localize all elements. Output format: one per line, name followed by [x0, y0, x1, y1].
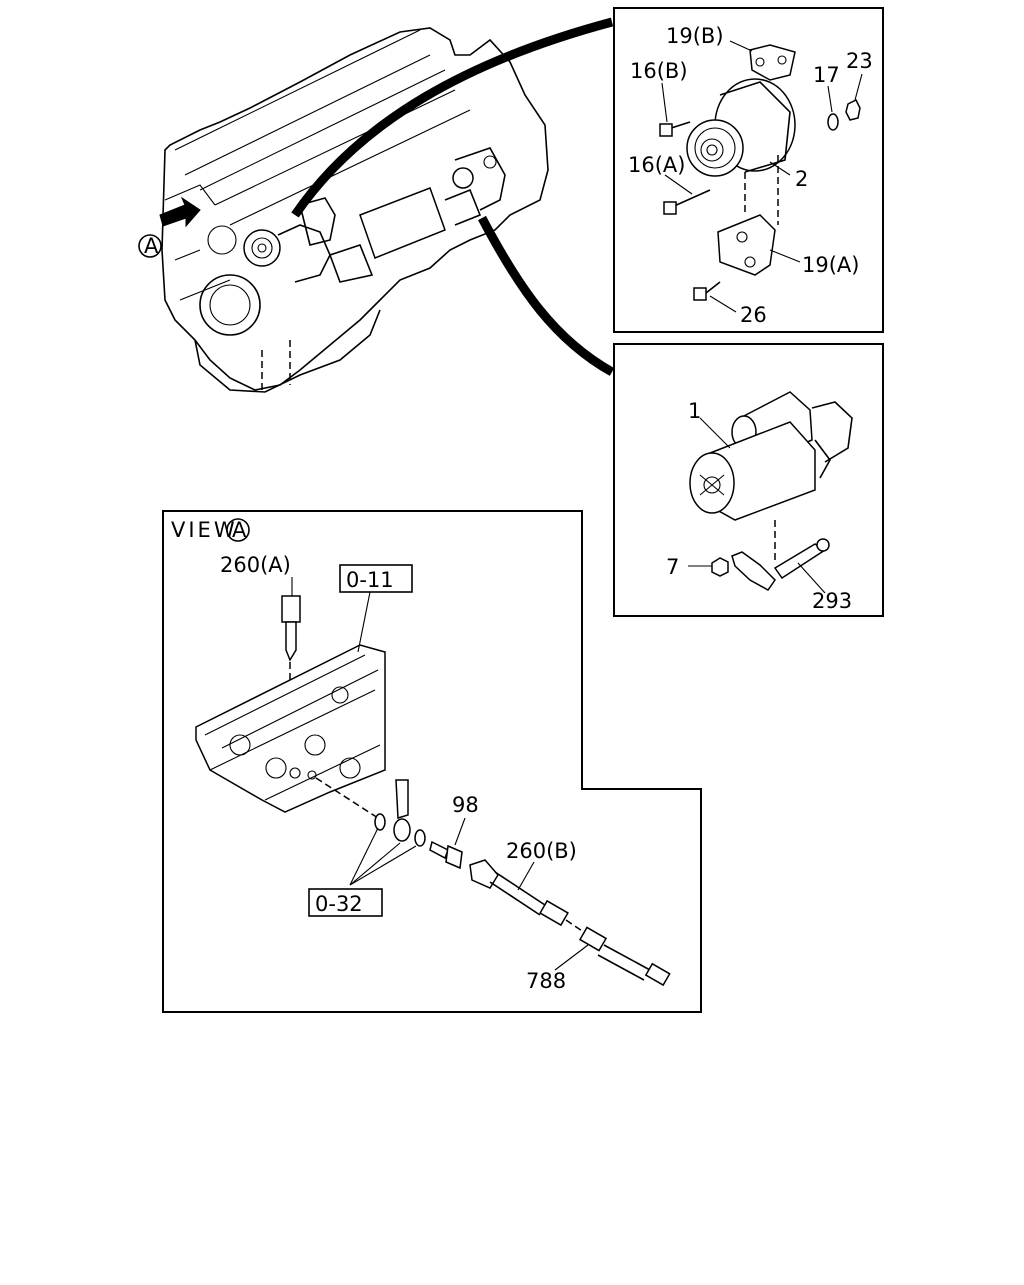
label-2: 2: [795, 167, 808, 191]
view-a-marker-label: A: [144, 234, 159, 258]
label-0-11: 0-11: [346, 568, 394, 592]
label-293: 293: [812, 589, 852, 613]
label-260b: 260(B): [506, 839, 577, 863]
label-19a: 19(A): [802, 253, 859, 277]
ref-box-0-11: [339, 564, 413, 593]
label-260a: 260(A): [220, 553, 291, 577]
alternator-detail: [659, 40, 863, 313]
starter-detail: [688, 391, 853, 594]
ref-box-0-32: [308, 888, 383, 917]
label-98: 98: [452, 793, 479, 817]
view-a-box: [162, 510, 702, 1013]
view-a-title: VIEW: [171, 518, 238, 542]
label-23: 23: [846, 49, 873, 73]
label-1: 1: [688, 399, 701, 423]
leader-band-alternator: [291, 17, 614, 218]
label-0-32: 0-32: [315, 892, 363, 916]
view-a-title-marker-label: A: [232, 518, 247, 542]
label-19b: 19(B): [666, 24, 724, 48]
label-17: 17: [813, 63, 840, 87]
view-a-title-marker: [226, 518, 250, 542]
label-788: 788: [526, 969, 566, 993]
leader-band-starter: [478, 215, 615, 376]
starter-detail-box: [613, 343, 884, 617]
label-16a: 16(A): [628, 153, 685, 177]
label-26: 26: [740, 303, 767, 327]
label-16b: 16(B): [630, 59, 688, 83]
engine-overview: A: [138, 27, 549, 393]
view-a-detail: [195, 564, 671, 987]
label-7: 7: [666, 555, 679, 579]
alternator-detail-box: [613, 7, 884, 333]
